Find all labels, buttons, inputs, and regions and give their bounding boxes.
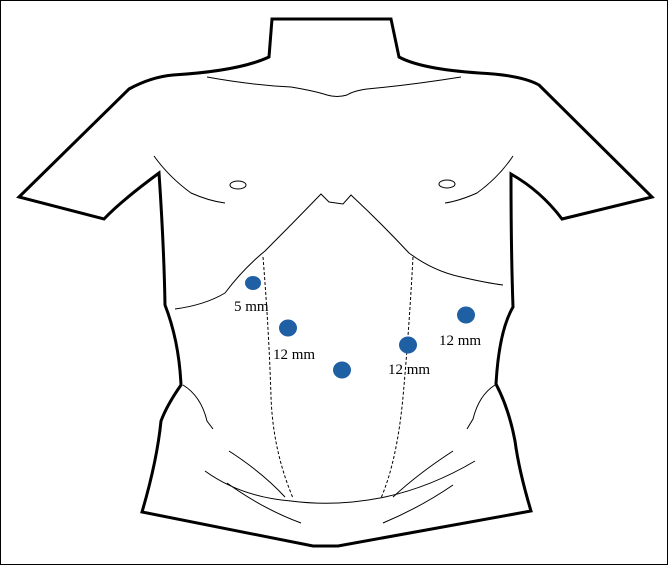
right-semilunar-line bbox=[380, 256, 414, 499]
left-pectoral-contour bbox=[153, 155, 226, 204]
port-label-5mm: 5 mm bbox=[234, 299, 269, 315]
right-pectoral-contour bbox=[444, 155, 514, 204]
port-marker-12mm-left bbox=[279, 319, 297, 337]
port-label-12mm-right: 12 mm bbox=[388, 362, 430, 378]
right-flank-contour bbox=[466, 384, 496, 430]
left-inguinal-line bbox=[228, 450, 286, 498]
port-marker-12mm-far-right bbox=[457, 306, 475, 324]
right-nipple bbox=[438, 179, 456, 189]
collarbone-line bbox=[206, 76, 462, 97]
left-nipple bbox=[229, 180, 247, 190]
costal-margin bbox=[174, 193, 504, 310]
port-marker-5mm bbox=[245, 276, 261, 290]
torso-outline bbox=[16, 17, 655, 548]
right-inguinal-line bbox=[392, 450, 454, 498]
port-marker-12mm-right bbox=[399, 336, 417, 354]
right-groin-line bbox=[382, 484, 454, 524]
left-groin-line bbox=[226, 482, 302, 524]
left-flank-contour bbox=[182, 384, 214, 430]
port-label-12mm-far-right: 12 mm bbox=[439, 333, 481, 349]
left-semilunar-line bbox=[262, 256, 294, 499]
port-marker-12mm-center bbox=[333, 361, 351, 379]
port-label-12mm-left: 12 mm bbox=[273, 347, 315, 363]
lower-abdomen-curve bbox=[204, 460, 476, 504]
